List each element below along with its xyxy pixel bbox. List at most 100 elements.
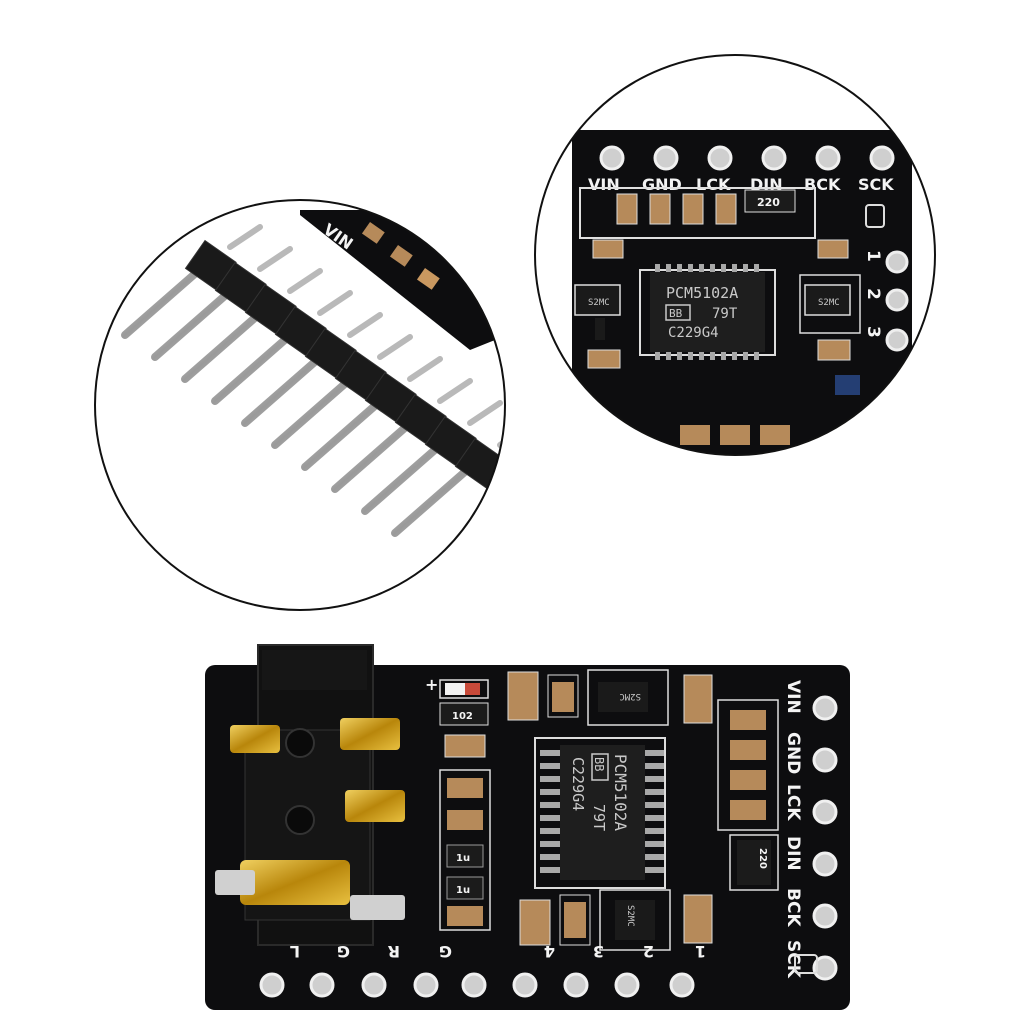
board-bottom-pin-hole	[563, 972, 589, 998]
inset-capacitor	[715, 193, 737, 225]
chip-pin	[743, 352, 748, 360]
inset-pin-hole	[707, 145, 733, 171]
board-bottom-label-0: L	[290, 942, 300, 961]
chip-pin	[645, 776, 665, 782]
header-pin	[301, 393, 389, 471]
board-bottom-label-6: 2	[643, 942, 654, 961]
inset-side-label-1: 1	[863, 250, 883, 262]
inset-border-right	[534, 54, 936, 456]
board-pin-label-din: DIN	[783, 836, 803, 871]
main-chip-line1: PCM5102A	[611, 754, 630, 831]
chip-pin	[540, 750, 560, 756]
header-pin	[391, 459, 479, 537]
header-pin-top	[407, 356, 443, 382]
header-pin	[181, 305, 269, 383]
pcm-chip	[540, 750, 665, 873]
inset-border-left	[94, 199, 506, 611]
header-pin-top	[347, 312, 383, 338]
inset-pin-label-vin: VIN	[588, 175, 620, 194]
inset-pin-label-gnd: GND	[642, 175, 682, 194]
chip-pin	[645, 867, 665, 873]
header-pin	[151, 283, 239, 361]
header-pin	[121, 261, 209, 339]
inset-pin-hole	[599, 145, 625, 171]
inductor-label-1: 1u	[456, 853, 470, 864]
chip-pin	[645, 854, 665, 860]
chip-pin	[540, 867, 560, 873]
regulator-bottom: S2MC	[625, 905, 635, 927]
board-bottom-pin-hole	[259, 972, 285, 998]
chip-pin	[721, 264, 726, 272]
small-resistor-label: 102	[452, 711, 473, 722]
chip-pin	[540, 828, 560, 834]
audio-jack	[215, 644, 405, 946]
board-pin-label-sck: SCK	[783, 940, 803, 979]
board-right-pin-hole	[812, 695, 838, 721]
inset-chip-line2: 79T	[712, 306, 738, 322]
inset-side-label-2: 2	[863, 288, 883, 300]
header-pin-top	[227, 224, 263, 250]
chip-pin	[666, 264, 671, 272]
header-pin	[211, 327, 299, 405]
inductor-label-2: 1u	[456, 885, 470, 896]
board-bottom-label-1: G	[337, 942, 350, 961]
pin-header-inset: VIN	[95, 200, 505, 610]
chip-pin	[655, 264, 660, 272]
board-bottom-label-2: R	[388, 942, 400, 961]
chip-pin	[688, 352, 693, 360]
chip-pin	[645, 789, 665, 795]
chip-pin	[754, 352, 759, 360]
board-right-pin-hole	[812, 903, 838, 929]
inset-side-label-3: 3	[863, 326, 883, 338]
inset-pin-label-bck: BCK	[804, 175, 841, 194]
board-pin-label-gnd: GND	[783, 732, 803, 774]
board-bottom-label-3: G	[439, 942, 452, 961]
board-bottom-label-5: 3	[593, 942, 604, 961]
chip-pin	[699, 352, 704, 360]
inset-capacitor	[682, 193, 704, 225]
board-bottom-pin-hole	[614, 972, 640, 998]
header-pin	[331, 415, 419, 493]
board-bottom-label-4: 4	[544, 942, 555, 961]
board-right-pin-hole	[812, 747, 838, 773]
inset-pin-label-lck: LCK	[696, 175, 731, 194]
header-pin	[241, 349, 329, 427]
board-bottom-pin-hole	[461, 972, 487, 998]
inset-pin-hole	[815, 145, 841, 171]
header-pin-top	[257, 246, 293, 272]
chip-pin	[710, 352, 715, 360]
inset-pin-label-din: DIN	[750, 175, 783, 194]
inset-pin-hole	[869, 145, 895, 171]
chip-pin	[645, 828, 665, 834]
chip-pin	[677, 352, 682, 360]
header-pin-top	[317, 290, 353, 316]
chip-pin	[540, 854, 560, 860]
chip-pin	[754, 264, 759, 272]
chip-pin	[732, 264, 737, 272]
chip-pin	[645, 763, 665, 769]
pin-header-strip	[121, 224, 505, 537]
board-right-pin-hole	[812, 851, 838, 877]
header-pin-top	[377, 334, 413, 360]
chip-pin	[721, 352, 726, 360]
dac-board: + 102 1u 1u S2MC PCM5102A BB 79T	[205, 644, 850, 1010]
chip-pin	[645, 841, 665, 847]
plus-mark: +	[425, 675, 438, 694]
chip-pin	[540, 815, 560, 821]
board-bottom-pin-hole	[669, 972, 695, 998]
board-pin-label-bck: BCK	[783, 888, 803, 927]
chip-pin	[540, 763, 560, 769]
board-bottom-label-7: 1	[695, 942, 706, 961]
chip-pin	[688, 264, 693, 272]
inset-pin-hole	[761, 145, 787, 171]
chip-pin	[540, 789, 560, 795]
board-right-pin-hole	[812, 955, 838, 981]
board-bottom-pin-hole	[512, 972, 538, 998]
regulator-top: S2MC	[619, 691, 641, 701]
main-chip-line2: 79T	[590, 804, 608, 831]
chip-pin	[645, 815, 665, 821]
chip-pin	[743, 264, 748, 272]
board-bottom-pin-hole	[361, 972, 387, 998]
